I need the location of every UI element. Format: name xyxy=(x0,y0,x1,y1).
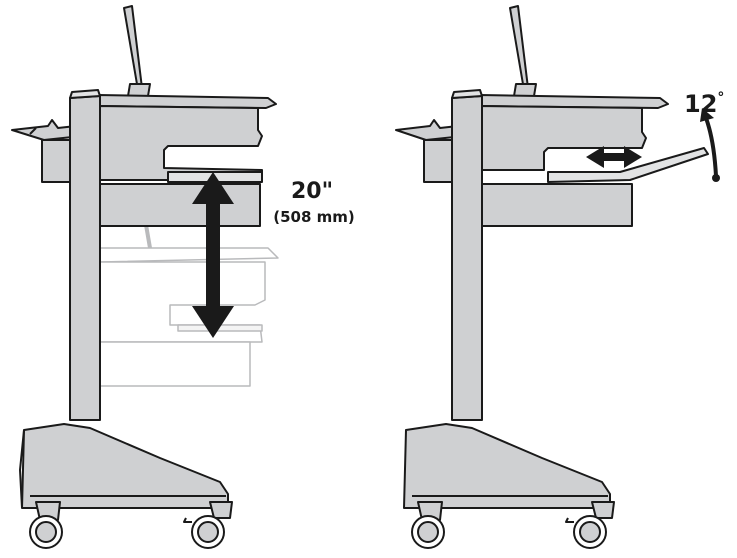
left-front-caster xyxy=(29,501,63,549)
right-drawer xyxy=(479,183,633,227)
right-column xyxy=(451,95,483,421)
left-drawer xyxy=(97,183,261,227)
left-monitor xyxy=(123,5,143,91)
right-base xyxy=(403,423,611,509)
left-base xyxy=(21,423,229,509)
right-keyboard-tray xyxy=(547,147,709,183)
lowered-worksurface-ghost xyxy=(99,189,279,387)
right-monitor xyxy=(509,5,529,91)
right-cart xyxy=(395,5,720,549)
left-column xyxy=(69,95,101,421)
tilt-adjust-arrow xyxy=(700,108,720,182)
height-adjust-arrow xyxy=(192,172,234,338)
left-cart xyxy=(11,5,279,549)
slide-adjust-arrow xyxy=(586,146,642,168)
right-rear-caster xyxy=(565,501,615,549)
height-label: 20" xyxy=(291,179,333,204)
left-rear-caster xyxy=(183,501,233,549)
right-front-caster xyxy=(411,501,445,549)
tilt-label: 12° xyxy=(684,90,724,118)
tilt-value: 12 xyxy=(684,90,717,118)
height-metric-label: (508 mm) xyxy=(273,208,355,226)
tilt-degree-symbol: ° xyxy=(717,90,724,106)
